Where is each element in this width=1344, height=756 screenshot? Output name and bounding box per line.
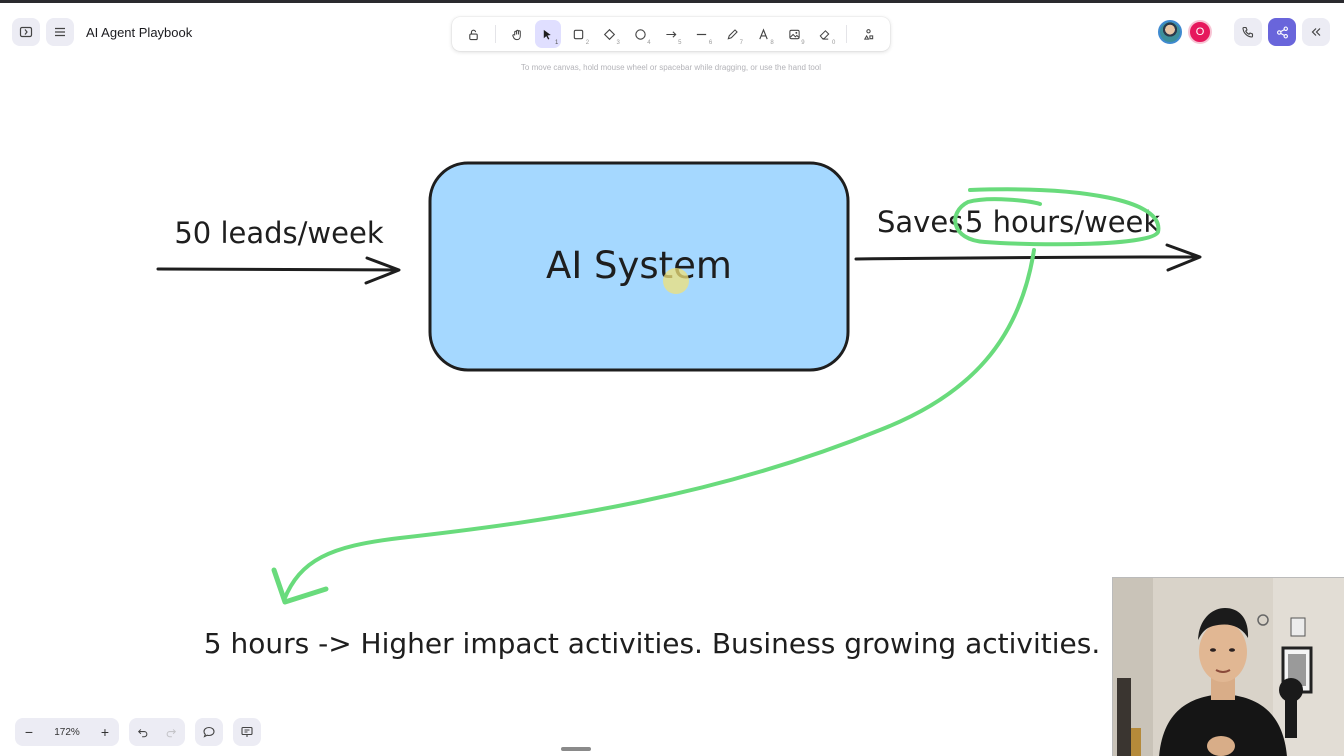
tool-selection[interactable]: 1 <box>534 20 562 48</box>
undo-button[interactable] <box>129 718 157 746</box>
tool-ellipse[interactable]: 4 <box>627 20 654 48</box>
toolbar-divider <box>846 25 848 43</box>
drag-handle[interactable] <box>561 747 591 751</box>
share-icon <box>1276 26 1288 38</box>
bottom-note: 5 hours -> Higher impact activities. Bus… <box>204 627 1101 660</box>
callout-arrow[interactable] <box>271 248 1036 605</box>
tool-key: 2 <box>585 40 590 46</box>
bottom-left-controls: − 172% + <box>15 718 261 746</box>
comments-button[interactable] <box>195 718 223 746</box>
double-chevron-left-icon <box>1311 28 1321 36</box>
diamond-icon <box>603 28 616 40</box>
sidebar-toggle-button[interactable] <box>12 18 40 46</box>
tool-key: 4 <box>647 40 651 46</box>
redo-icon <box>166 729 177 738</box>
sidebar-icon <box>19 26 33 38</box>
ai-system-box[interactable] <box>428 161 850 372</box>
tool-eraser[interactable]: 0 <box>812 20 839 48</box>
call-button[interactable] <box>1234 18 1262 46</box>
top-right-controls: O <box>1158 18 1330 46</box>
tool-lock[interactable] <box>460 20 487 48</box>
window-top-border <box>0 0 1344 3</box>
image-icon <box>789 29 800 39</box>
highlight-circle[interactable] <box>953 187 1161 247</box>
drawing-toolbar: 1 2 3 4 5 6 7 8 9 0 <box>452 17 890 51</box>
zoom-out-button[interactable]: − <box>24 724 34 740</box>
hamburger-menu-icon <box>55 27 65 37</box>
zoom-level[interactable]: 172% <box>54 726 80 738</box>
top-left-controls: AI Agent Playbook <box>12 18 192 46</box>
tool-key: 3 <box>616 40 620 46</box>
document-title[interactable]: AI Agent Playbook <box>86 24 193 40</box>
collapse-panel-button[interactable] <box>1302 18 1330 46</box>
output-arrow[interactable] <box>854 243 1202 272</box>
toolbar-divider <box>494 25 496 43</box>
comment-bubble-icon <box>203 726 215 738</box>
tool-key: 5 <box>678 40 682 46</box>
undo-icon <box>137 729 148 738</box>
rectangle-icon <box>573 29 584 39</box>
webcam-overlay <box>1112 577 1344 756</box>
tool-text[interactable]: 8 <box>750 20 777 48</box>
tool-hand[interactable] <box>504 20 531 48</box>
tool-key: 9 <box>801 40 805 46</box>
collaborator-avatar[interactable] <box>1158 20 1182 44</box>
input-label: 50 leads/week <box>174 216 383 250</box>
tool-diamond[interactable]: 3 <box>596 20 623 48</box>
main-menu-button[interactable] <box>46 18 74 46</box>
input-arrow[interactable] <box>156 256 401 285</box>
laser-pointer <box>663 268 689 294</box>
webcam-video-frame <box>1113 578 1344 756</box>
presentation-button[interactable] <box>233 718 261 746</box>
lock-icon <box>469 29 478 40</box>
history-controls <box>129 718 185 746</box>
tool-key: 8 <box>770 40 774 46</box>
zoom-controls: − 172% + <box>15 718 119 746</box>
presentation-icon <box>241 726 253 737</box>
tool-arrow[interactable]: 5 <box>658 20 685 48</box>
collaborator-avatar[interactable]: O <box>1188 20 1212 44</box>
tool-rectangle[interactable]: 2 <box>565 20 592 48</box>
pencil-icon <box>727 28 738 39</box>
phone-icon <box>1242 26 1254 38</box>
tool-more[interactable] <box>855 20 882 48</box>
tool-key: 6 <box>708 40 713 46</box>
ellipse-icon <box>635 28 646 40</box>
output-label-highlight: 5 hours/week <box>965 205 1160 239</box>
tool-line[interactable]: 6 <box>688 20 715 48</box>
hand-icon <box>511 29 521 40</box>
output-label-prefix: Saves <box>877 205 963 239</box>
shapes-library-icon <box>864 28 874 40</box>
ai-system-label: AI System <box>546 244 732 287</box>
eraser-icon <box>820 29 830 40</box>
tool-key: 0 <box>831 40 836 46</box>
redo-button[interactable] <box>157 718 185 746</box>
tool-key: 7 <box>739 40 743 46</box>
pointer-arrow-icon <box>544 29 552 40</box>
text-icon <box>759 27 768 39</box>
zoom-in-button[interactable]: + <box>100 724 110 740</box>
line-icon <box>697 33 707 35</box>
tool-draw[interactable]: 7 <box>719 20 746 48</box>
arrow-icon <box>665 30 676 38</box>
canvas-hint: To move canvas, hold mouse wheel or spac… <box>520 63 822 72</box>
tool-key: 1 <box>554 40 559 46</box>
tool-image[interactable]: 9 <box>781 20 808 48</box>
share-button[interactable] <box>1268 18 1296 46</box>
